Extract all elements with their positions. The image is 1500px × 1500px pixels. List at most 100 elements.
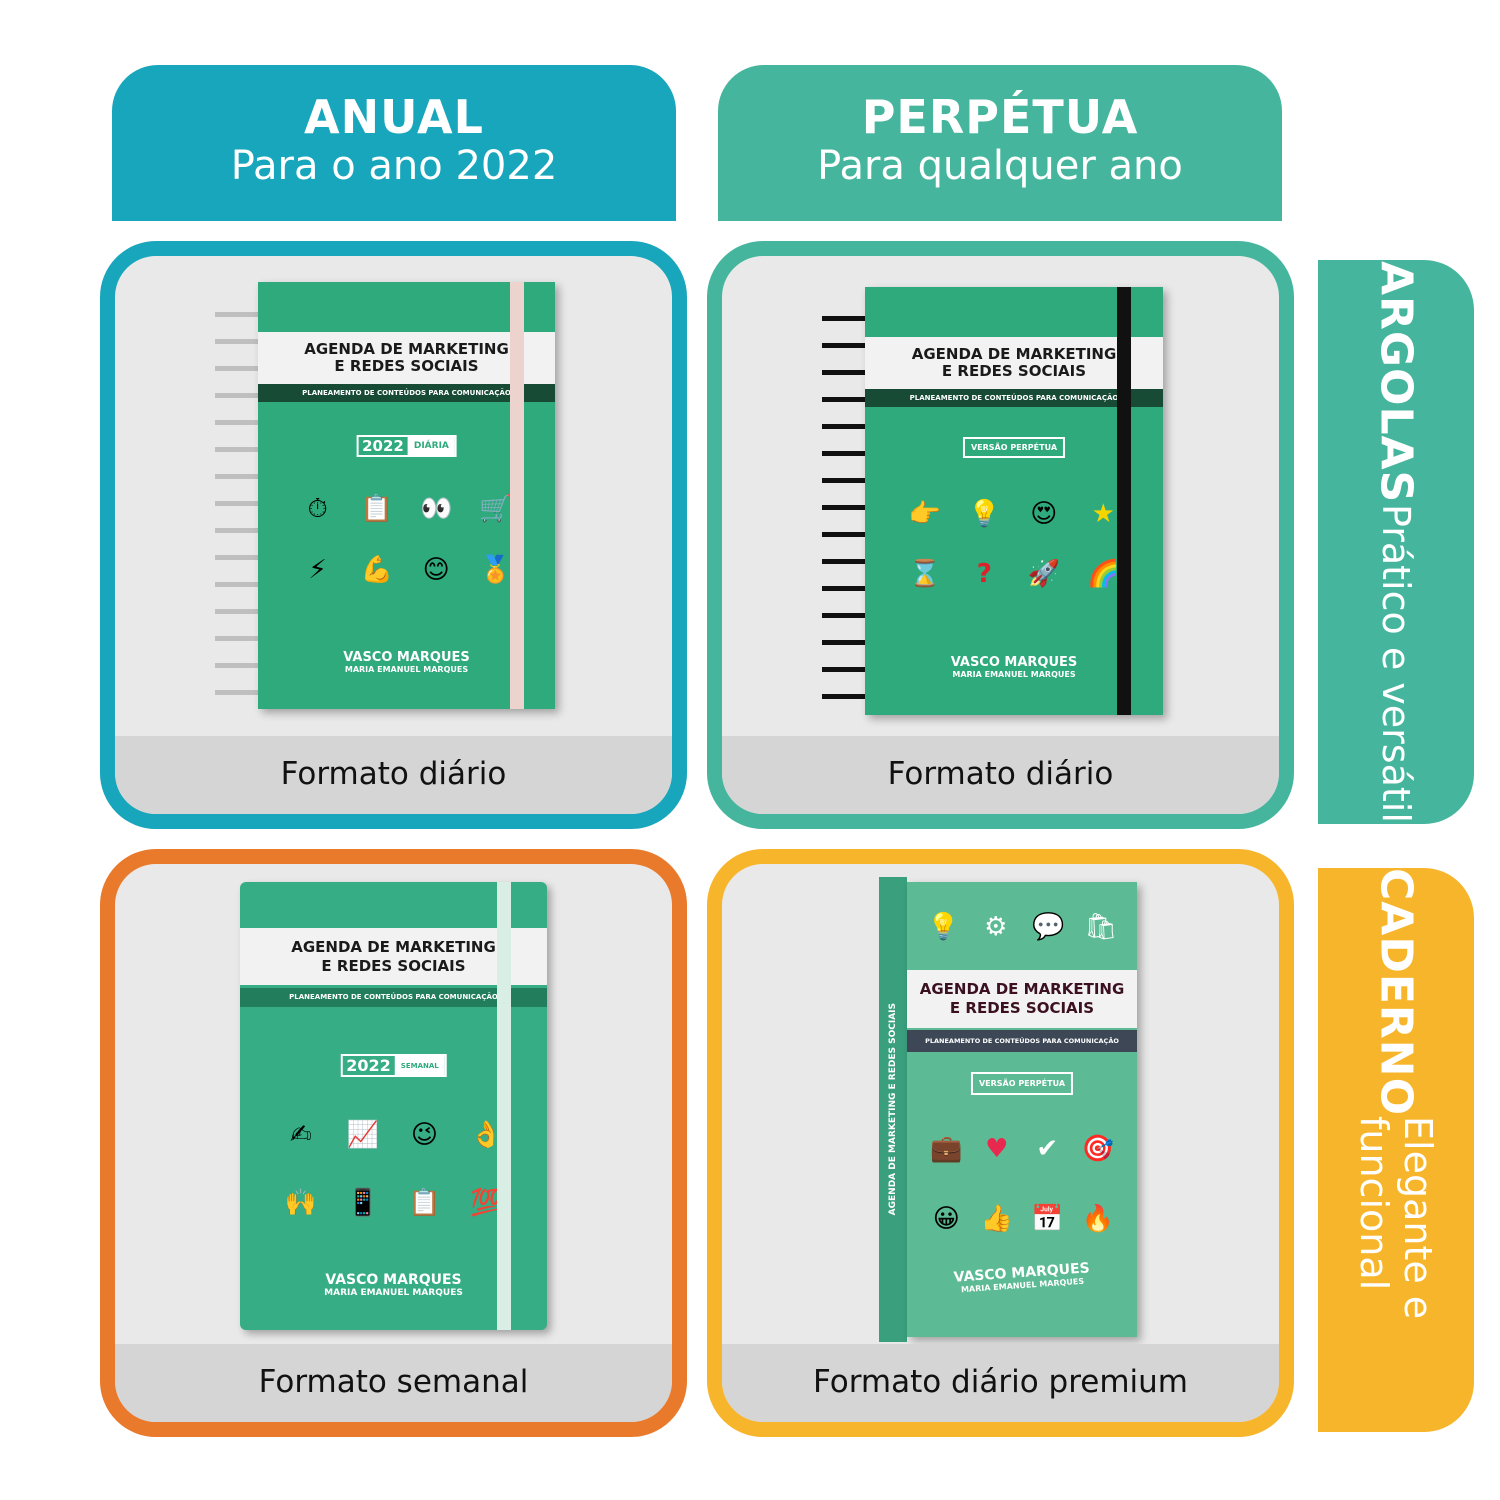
book-spine: AGENDA DE MARKETING E REDES SOCIAIS — [879, 877, 907, 1342]
book-title: E REDES SOCIAIS — [321, 957, 466, 975]
spine-title: AGENDA DE MARKETING E REDES SOCIAIS — [888, 1003, 898, 1216]
elastic-band — [497, 882, 511, 1330]
badge-label: DIÁRIA — [407, 437, 455, 455]
lightbulb-icon: 💡 — [968, 499, 1001, 529]
ok-hand-icon: 👌 — [469, 1120, 503, 1150]
row-title: ARGOLAS — [1370, 261, 1422, 504]
book-title: AGENDA DE MARKETING — [291, 938, 496, 956]
eyes-icon: 👀 — [419, 494, 453, 524]
emoji-grid: 💼♥✔🎯 😀👍📅🔥 — [921, 1134, 1123, 1234]
row-label-argolas: ARGOLAS Prático e versátil — [1318, 260, 1474, 824]
year: 2022 — [362, 437, 404, 455]
book-title: AGENDA DE MARKETING — [911, 345, 1117, 363]
emoji-grid: 👉 💡 😍 ★ ⌛? 🚀 🌈 — [895, 499, 1133, 589]
book-tagline: PLANEAMENTO DE CONTEÚDOS PARA COMUNICAÇÃ… — [907, 1030, 1137, 1052]
emoji-grid: ✍ 📈 😉 👌 🙌 📱 📋 💯 — [270, 1120, 517, 1218]
wink-icon: 😉 — [410, 1120, 438, 1150]
author: VASCO MARQUES — [343, 650, 470, 665]
author: VASCO MARQUES — [325, 1272, 462, 1288]
emoji-grid: ⏱ 📋 👀 🛒 ⚡ 💪 😊 🏅 — [288, 494, 525, 585]
row-subtitle: Elegante e funcional — [1352, 1116, 1440, 1320]
writing-hand-icon: ✍ — [289, 1120, 312, 1150]
year: 2022 — [346, 1056, 391, 1075]
raised-hands-icon: 🙌 — [284, 1188, 318, 1218]
badge-label: SEMANAL — [394, 1056, 445, 1075]
outline-icon-row: 💡 ⚙ 💬 🛍 — [917, 912, 1127, 942]
author: MARIA EMANUEL MARQUES — [952, 670, 1076, 679]
book-title: E REDES SOCIAIS — [334, 357, 479, 375]
product-caption: Formato semanal — [115, 1344, 672, 1422]
product-caption: Formato diário premium — [722, 1344, 1279, 1422]
calendar-icon: 📅 — [1031, 1204, 1064, 1234]
medal-icon: 🏅 — [479, 555, 512, 585]
heart-eyes-icon: 😍 — [1030, 499, 1058, 529]
author: VASCO MARQUES — [950, 655, 1078, 670]
hourglass-icon: ⌛ — [908, 559, 941, 589]
grin-icon: 😀 — [932, 1204, 960, 1234]
book-tagline: PLANEAMENTO DE CONTEÚDOS PARA COMUNICAÇÃ… — [240, 988, 547, 1007]
header-perpetua: PERPÉTUA Para qualquer ano — [718, 65, 1282, 221]
header-title: ANUAL — [304, 90, 484, 144]
rainbow-icon: 🌈 — [1087, 559, 1120, 589]
smile-icon: 😊 — [422, 555, 450, 585]
briefcase-icon: 💼 — [930, 1134, 963, 1164]
muscle-icon: 💪 — [360, 555, 394, 585]
author: MARIA EMANUEL MARQUES — [324, 1288, 463, 1298]
version-badge: VERSÃO PERPÉTUA — [970, 1072, 1074, 1095]
header-subtitle: Para o ano 2022 — [230, 143, 558, 189]
book-title: AGENDA DE MARKETING — [304, 340, 509, 358]
lightbulb-icon: 💡 — [927, 912, 960, 942]
elastic-band — [510, 282, 524, 709]
target-icon: 🎯 — [1081, 1134, 1114, 1164]
book-title: E REDES SOCIAIS — [941, 362, 1087, 380]
header-subtitle: Para qualquer ano — [817, 143, 1183, 189]
clipboard-icon: 📋 — [360, 494, 394, 524]
product-caption: Formato diário — [722, 736, 1279, 814]
question-icon: ? — [976, 559, 992, 589]
product-card-perpetua-caderno[interactable]: AGENDA DE MARKETING E REDES SOCIAIS 💡 ⚙ 💬 🛍… — [707, 849, 1294, 1437]
pointing-hand-icon: 👉 — [908, 499, 941, 529]
version-badge: VERSÃO PERPÉTUA — [962, 437, 1066, 458]
book-title: AGENDA DE MARKETING — [919, 980, 1125, 998]
stopwatch-icon: ⏱ — [307, 494, 328, 524]
phone-icon: 📱 — [346, 1188, 379, 1218]
header-anual: ANUAL Para o ano 2022 — [112, 65, 676, 221]
speech-bubble-icon: 💬 — [1032, 912, 1065, 942]
fire-icon: 🔥 — [1081, 1204, 1114, 1234]
row-title: CADERNO — [1370, 868, 1422, 1117]
gear-icon: ⚙ — [984, 912, 1008, 942]
rocket-icon: 🚀 — [1027, 559, 1060, 589]
chart-icon: 📈 — [346, 1120, 379, 1150]
product-caption: Formato diário — [115, 736, 672, 814]
clipboard-icon: 📋 — [408, 1188, 441, 1218]
author: MARIA EMANUEL MARQUES — [344, 665, 469, 674]
star-icon: ★ — [1091, 499, 1115, 529]
check-icon: ✔ — [1036, 1134, 1059, 1164]
book-tagline: PLANEAMENTO DE CONTEÚDOS PARA COMUNICAÇÃ… — [258, 384, 555, 402]
row-label-caderno: CADERNO Elegante e funcional — [1318, 868, 1474, 1432]
thumbs-up-icon: 👍 — [980, 1204, 1013, 1234]
elastic-band — [1117, 287, 1131, 715]
hundred-icon: 💯 — [469, 1188, 503, 1218]
lightning-icon: ⚡ — [308, 555, 327, 585]
row-subtitle: Prático e versátil — [1374, 503, 1418, 823]
shopping-bag-icon: 🛍 — [1084, 912, 1118, 942]
cart-icon: 🛒 — [479, 494, 512, 524]
